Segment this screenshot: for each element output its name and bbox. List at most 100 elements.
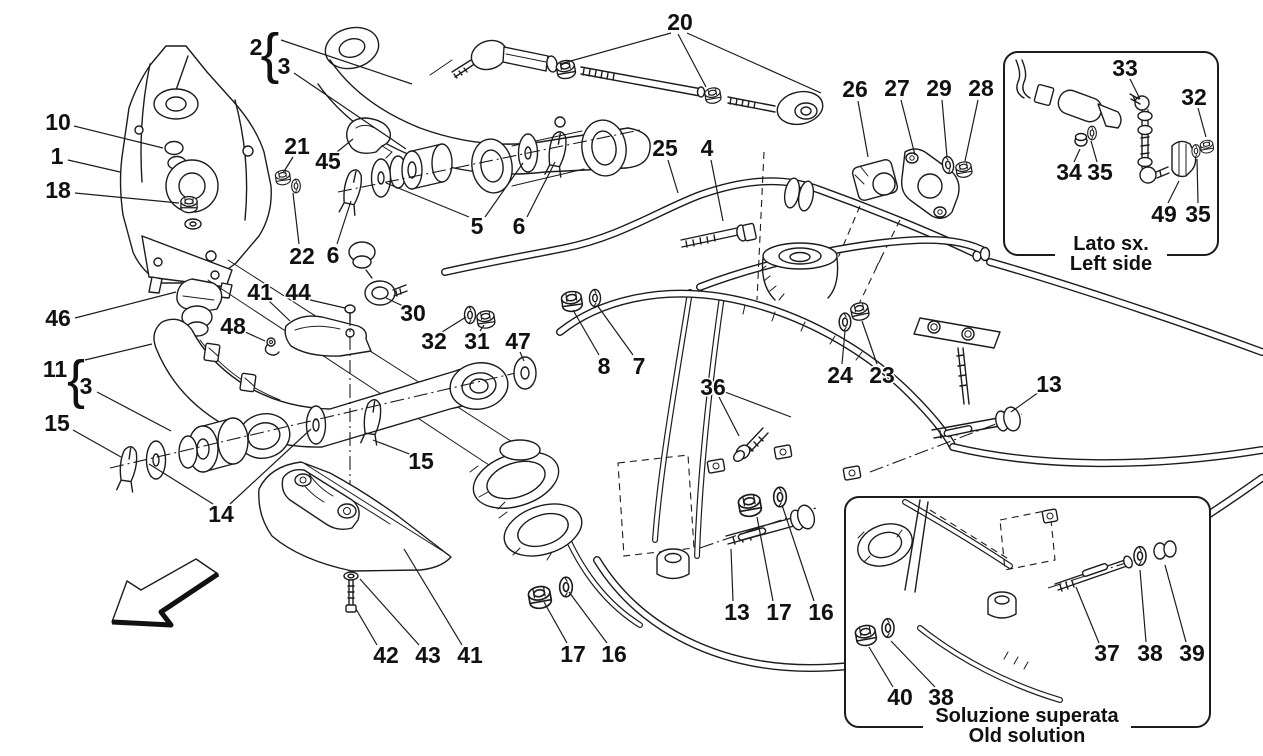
inset-caption-en: Old solution [969, 725, 1086, 747]
callout-label: 26 [842, 76, 868, 102]
leader-line [857, 100, 869, 158]
callout-label: 32 [421, 328, 447, 354]
callout-label: 35 [1185, 201, 1211, 227]
leader-line [1090, 140, 1098, 163]
leader-line [868, 646, 894, 688]
callout-label: 40 [887, 684, 913, 710]
caption-mask [923, 706, 1131, 728]
callout-label: 46 [45, 305, 71, 331]
leader-line [148, 463, 214, 505]
callout-label: 41 [457, 642, 483, 668]
callout-label: 10 [45, 109, 71, 135]
callout-label: 45 [315, 148, 341, 174]
callout-label: 37 [1094, 640, 1120, 666]
group-brace: { [261, 22, 280, 85]
direction-arrow [111, 558, 220, 628]
callout-label: 7 [633, 353, 646, 379]
upper-arm-art [317, 26, 651, 216]
callout-label: 3 [278, 53, 291, 79]
leader-line [1010, 391, 1040, 413]
leader-line [72, 429, 122, 458]
callout-label: 23 [869, 362, 895, 388]
callout-label: 20 [667, 9, 693, 35]
callout-label: 48 [220, 313, 246, 339]
callout-label: 17 [560, 641, 586, 667]
callout-label: 34 [1056, 159, 1082, 185]
leader-line [941, 99, 948, 158]
callout-label: 35 [1087, 159, 1113, 185]
callout-label: 32 [1181, 84, 1207, 110]
leader-line [305, 298, 346, 309]
callout-label: 29 [926, 75, 952, 101]
callout-label: 15 [408, 448, 434, 474]
leader-line [526, 161, 556, 218]
callout-label: 18 [45, 177, 71, 203]
inset-caption-en: Left side [1070, 253, 1152, 275]
leader-line [724, 391, 792, 418]
swaybar-art [441, 148, 982, 276]
leader-line [1129, 78, 1141, 100]
callout-label: 41 [247, 279, 273, 305]
leader-line [293, 72, 407, 150]
callout-label: 33 [1112, 55, 1138, 81]
leader-line [781, 504, 815, 602]
leader-line [686, 32, 822, 94]
leader-line [718, 396, 740, 437]
callout-label: 38 [928, 684, 954, 710]
leader-line [519, 351, 525, 362]
callout-label: 13 [724, 599, 750, 625]
knuckle-art [119, 45, 301, 299]
leader-line [292, 192, 300, 245]
callout-label: 6 [513, 213, 526, 239]
leader-line [710, 159, 724, 222]
leader-line [479, 324, 485, 332]
leader-line [964, 99, 979, 162]
inset-old-solution-art [853, 499, 1177, 703]
toe-link-art [429, 39, 824, 126]
leader-line [1196, 158, 1199, 204]
leader-line [572, 309, 600, 356]
leader-line [667, 159, 679, 194]
callout-label: 22 [289, 243, 315, 269]
callout-label: 2 [250, 34, 263, 60]
callout-label: 4 [701, 135, 714, 161]
leader-line [677, 33, 707, 88]
callout-label: 27 [884, 75, 910, 101]
leader-line [385, 182, 470, 218]
leader-line [336, 138, 354, 153]
callout-label: 38 [1137, 640, 1163, 666]
callout-label: 16 [808, 599, 834, 625]
group-brace: { [67, 350, 85, 410]
callout-label: 16 [601, 641, 627, 667]
inset-boxes [844, 51, 1219, 728]
leader-line [1075, 586, 1100, 644]
leader-line [900, 99, 916, 156]
leader-line [1139, 569, 1147, 643]
callout-label: 15 [44, 410, 70, 436]
leader-line [1197, 107, 1207, 138]
callout-label: 28 [968, 75, 994, 101]
leader-line [596, 304, 634, 356]
callout-label: 31 [464, 328, 490, 354]
leader-line [67, 159, 121, 173]
callout-label: 8 [598, 353, 611, 379]
leader-line [242, 330, 266, 342]
callout-label: 6 [327, 242, 340, 268]
callout-label: 30 [400, 300, 426, 326]
leader-line [267, 299, 291, 322]
leader-line [484, 162, 524, 218]
callout-label: 5 [471, 213, 484, 239]
callout-label: 21 [284, 133, 310, 159]
leader-line [84, 343, 153, 361]
inset-caption-it: Lato sx. [1073, 233, 1149, 255]
leader-line [441, 316, 467, 333]
leader-line [890, 640, 936, 688]
callout-label: 11 [43, 356, 68, 382]
callout-label: 13 [1036, 371, 1062, 397]
leader-line [355, 608, 378, 646]
callout-label: 25 [652, 135, 678, 161]
callout-label: 24 [827, 362, 853, 388]
